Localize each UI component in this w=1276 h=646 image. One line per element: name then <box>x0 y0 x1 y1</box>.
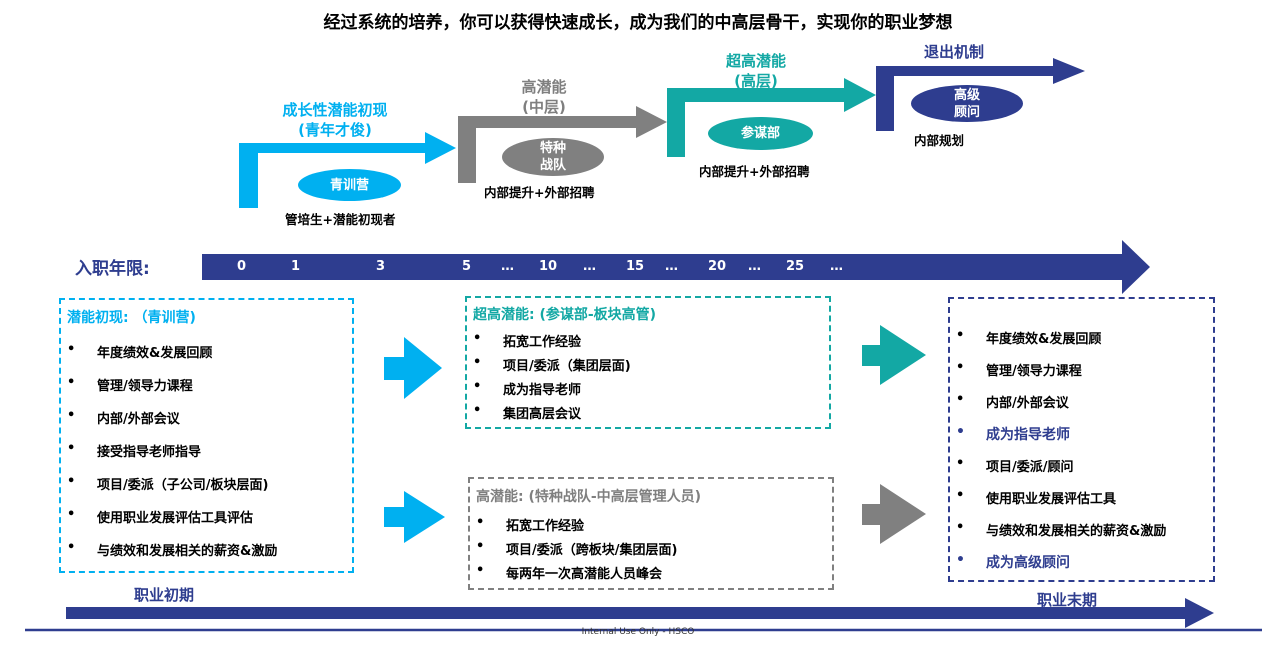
timeline-tick: … <box>748 259 761 274</box>
footer-note: Internal Use Only - HSCO <box>581 627 695 637</box>
chevron-arrow-icon <box>862 325 926 385</box>
stage-youth-label: 成长性潜能初现 (青年才俊) <box>282 101 388 139</box>
early-career-box: 潜能初现: （青训营) •年度绩效&发展回顾 •管理/领导力课程 •内部/外部会… <box>59 298 354 573</box>
chevron-arrow-icon <box>384 491 445 543</box>
career-arrow <box>66 598 1214 628</box>
stage-youth-sub: 管培生+潜能初现者 <box>285 212 396 227</box>
timeline-tick: 1 <box>291 259 301 274</box>
timeline-tick: 10 <box>539 259 558 274</box>
list-item-highlight: •成为高级顾问 <box>956 552 1070 571</box>
late-career-box: •年度绩效&发展回顾 •管理/领导力课程 •内部/外部会议 •成为指导老师 •项… <box>948 297 1215 582</box>
step-arrow-high <box>667 78 876 157</box>
timeline-tick: 15 <box>626 259 645 274</box>
super-box-list: •拓宽工作经验 •项目/委派（集团层面) •成为指导老师 •集团高层会议 <box>473 331 631 427</box>
stage-exit-sub: 内部规划 <box>914 133 965 148</box>
list-item: •每两年一次高潜能人员峰会 <box>476 563 663 582</box>
list-item: •集团高层会议 <box>473 403 582 422</box>
chevron-arrow-icon <box>384 337 442 399</box>
timeline-tick: 5 <box>462 259 472 274</box>
stage-high-pill: 参谋部 <box>708 117 813 150</box>
list-item: •使用职业发展评估工具评估 <box>67 507 254 526</box>
timeline-tick: 0 <box>237 259 247 274</box>
timeline-tick: 3 <box>376 259 386 274</box>
list-item: •使用职业发展评估工具 <box>956 488 1117 507</box>
list-item: •接受指导老师指导 <box>67 441 202 460</box>
early-box-list: •年度绩效&发展回顾 •管理/领导力课程 •内部/外部会议 •接受指导老师指导 … <box>67 342 277 573</box>
stage-mid-pill: 特种 战队 <box>502 138 604 176</box>
list-item: •与绩效和发展相关的薪资&激励 <box>67 540 278 559</box>
stage-exit-pill: 高级 顾问 <box>911 85 1023 122</box>
career-early-label: 职业初期 <box>134 586 195 604</box>
timeline-tick: … <box>583 259 596 274</box>
stage-high-label: 超高潜能 (高层) <box>725 52 786 90</box>
timeline-arrow <box>202 240 1150 294</box>
stage-exit-label: 退出机制 <box>923 43 984 61</box>
list-item: •项目/委派（集团层面) <box>473 355 631 374</box>
timeline-tick: 20 <box>708 259 727 274</box>
early-box-title: 潜能初现: （青训营) <box>67 310 196 326</box>
stage-youth-pill: 青训营 <box>298 169 401 201</box>
timeline-label: 入职年限: <box>75 259 150 279</box>
timeline-tick: … <box>665 259 678 274</box>
list-item: •内部/外部会议 <box>956 392 1069 411</box>
high-box-title: 高潜能: (特种战队-中高层管理人员) <box>476 489 702 505</box>
timeline-tick: 25 <box>786 259 805 274</box>
list-item: •管理/领导力课程 <box>956 360 1082 379</box>
stage-high-sub: 内部提升+外部招聘 <box>699 164 810 179</box>
timeline-tick: … <box>501 259 514 274</box>
high-box-list: •拓宽工作经验 •项目/委派（跨板块/集团层面) •每两年一次高潜能人员峰会 <box>476 515 677 587</box>
step-arrow-exit <box>876 58 1085 131</box>
step-arrow-mid <box>458 106 667 183</box>
list-item: •项目/委派（子公司/板块层面) <box>67 474 269 493</box>
list-item-highlight: •成为指导老师 <box>956 424 1070 443</box>
list-item: •拓宽工作经验 <box>476 515 585 534</box>
list-item: •拓宽工作经验 <box>473 331 582 350</box>
late-box-list: •年度绩效&发展回顾 •管理/领导力课程 •内部/外部会议 •成为指导老师 •项… <box>956 328 1166 584</box>
super-potential-box: 超高潜能: (参谋部-板块高管) •拓宽工作经验 •项目/委派（集团层面) •成… <box>465 296 831 429</box>
list-item: •内部/外部会议 <box>67 408 180 427</box>
career-late-label: 职业末期 <box>1037 591 1098 609</box>
page-title: 经过系统的培养，你可以获得快速成长，成为我们的中高层骨干，实现你的职业梦想 <box>323 13 953 33</box>
step-arrow-youth <box>239 132 456 208</box>
high-potential-box: 高潜能: (特种战队-中高层管理人员) •拓宽工作经验 •项目/委派（跨板块/集… <box>468 477 834 590</box>
list-item: •成为指导老师 <box>473 379 582 398</box>
list-item: •与绩效和发展相关的薪资&激励 <box>956 520 1167 539</box>
list-item: •项目/委派（跨板块/集团层面) <box>476 539 678 558</box>
chevron-arrow-icon <box>862 484 926 544</box>
stage-mid-label: 高潜能 (中层) <box>521 78 567 116</box>
stage-mid-sub: 内部提升+外部招聘 <box>484 185 595 200</box>
list-item: •年度绩效&发展回顾 <box>67 342 213 361</box>
list-item: •年度绩效&发展回顾 <box>956 328 1102 347</box>
list-item: •管理/领导力课程 <box>67 375 193 394</box>
super-box-title: 超高潜能: (参谋部-板块高管) <box>473 307 657 323</box>
list-item: •项目/委派/顾问 <box>956 456 1074 475</box>
timeline-tick: … <box>830 259 843 274</box>
